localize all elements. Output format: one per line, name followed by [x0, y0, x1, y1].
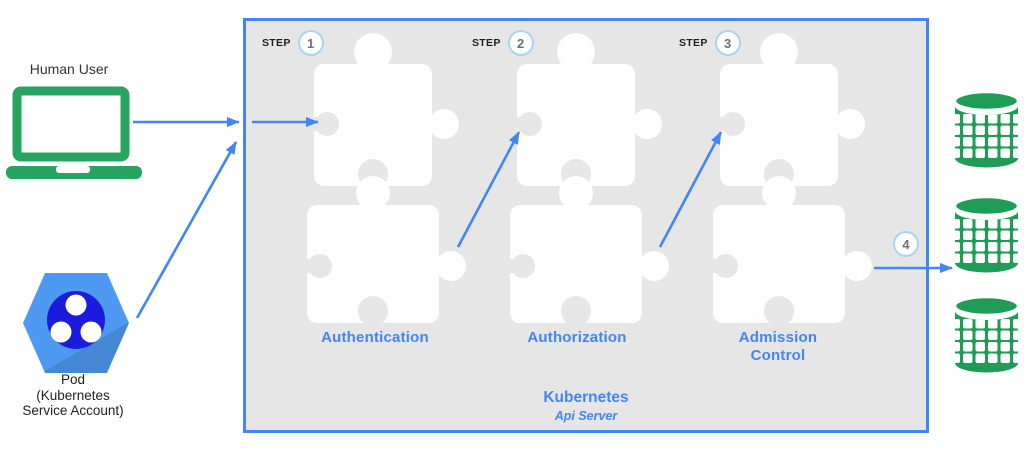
pod-label-line-3: Service Account) — [22, 403, 124, 418]
database-icon — [953, 90, 1020, 168]
step-3-label: STEP — [679, 37, 708, 49]
pod-label-line-1: Pod — [60, 372, 86, 387]
step-1-number-circle: 1 — [297, 30, 324, 56]
api-server-box — [243, 18, 929, 433]
step-4-badge: 4 — [893, 231, 919, 257]
database-icon — [953, 295, 1020, 373]
arrow-pod-to-api — [135, 141, 238, 319]
step-3-number-circle: 3 — [714, 30, 741, 56]
database-icon — [953, 195, 1020, 273]
laptop-icon — [6, 86, 142, 179]
pod-hexagon-icon — [23, 273, 129, 373]
step-1-badge: STEP 1 — [262, 30, 324, 56]
step-2-badge: STEP 2 — [472, 30, 534, 56]
step-2-number-circle: 2 — [507, 30, 534, 56]
api-server-subtitle: Api Server — [554, 409, 618, 423]
kubernetes-title: Kubernetes — [543, 389, 629, 406]
module-label-authorization: Authorization — [527, 329, 627, 346]
step-3-badge: STEP 3 — [679, 30, 741, 56]
module-label-admission-control: Admission Control — [738, 329, 818, 364]
pod-label: Pod (Kubernetes Service Account) — [2, 372, 144, 419]
api-server-caption: Kubernetes Api Server — [486, 389, 686, 423]
step-2-label: STEP — [472, 37, 501, 49]
human-user-label: Human User — [29, 61, 109, 77]
pod-label-line-2: (Kubernetes — [36, 387, 110, 403]
module-label-authentication: Authentication — [321, 329, 429, 346]
step-1-label: STEP — [262, 37, 291, 49]
